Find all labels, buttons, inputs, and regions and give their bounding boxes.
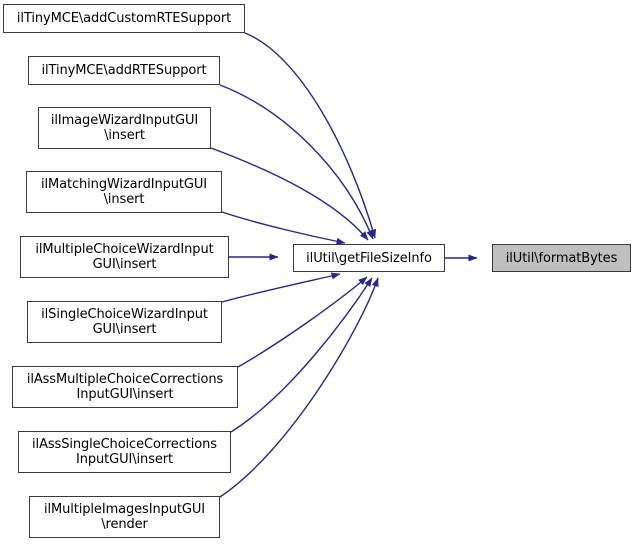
graph-edge <box>221 272 341 303</box>
graph-node-caller[interactable]: ilMultipleImagesInputGUI \render <box>29 496 220 538</box>
node-label: ilAssSingleChoiceCorrections InputGUI\in… <box>32 437 217 467</box>
node-label: ilAssMultipleChoiceCorrections InputGUI\… <box>26 372 224 402</box>
node-label: ilMatchingWizardInputGUI \insert <box>40 177 208 207</box>
node-label: ilMultipleChoiceWizardInput GUI\insert <box>35 242 214 272</box>
node-label: ilUtil\getFileSizeInfo <box>306 250 432 266</box>
node-label: ilMultipleImagesInputGUI \render <box>43 502 206 532</box>
graph-edge <box>221 211 346 245</box>
graph-node-caller[interactable]: ilAssSingleChoiceCorrections InputGUI\in… <box>18 431 231 473</box>
graph-edge <box>219 277 379 498</box>
graph-node-intermediate[interactable]: ilUtil\getFileSizeInfo <box>293 244 445 272</box>
node-label: ilImageWizardInputGUI \insert <box>50 113 199 143</box>
graph-edge <box>237 276 368 368</box>
graph-edge <box>219 84 374 240</box>
graph-node-caller[interactable]: ilImageWizardInputGUI \insert <box>38 107 211 149</box>
node-label: ilUtil\formatBytes <box>505 250 618 266</box>
graph-edge <box>230 277 373 433</box>
node-label: ilTinyMCE\addCustomRTESupport <box>16 11 232 26</box>
graph-node-current[interactable]: ilUtil\formatBytes <box>492 244 631 272</box>
node-label: ilTinyMCE\addRTESupport <box>41 63 207 78</box>
graph-node-caller[interactable]: ilTinyMCE\addCustomRTESupport <box>3 4 245 33</box>
graph-node-caller[interactable]: ilAssMultipleChoiceCorrections InputGUI\… <box>12 366 238 408</box>
graph-node-caller[interactable]: ilMatchingWizardInputGUI \insert <box>26 171 222 213</box>
graph-node-caller[interactable]: ilTinyMCE\addRTESupport <box>28 56 220 85</box>
node-label: ilSingleChoiceWizardInput GUI\insert <box>41 307 208 337</box>
graph-edge <box>244 32 377 239</box>
graph-node-caller[interactable]: ilMultipleChoiceWizardInput GUI\insert <box>20 236 229 278</box>
graph-node-caller[interactable]: ilSingleChoiceWizardInput GUI\insert <box>27 301 222 343</box>
graph-edge <box>210 147 369 241</box>
